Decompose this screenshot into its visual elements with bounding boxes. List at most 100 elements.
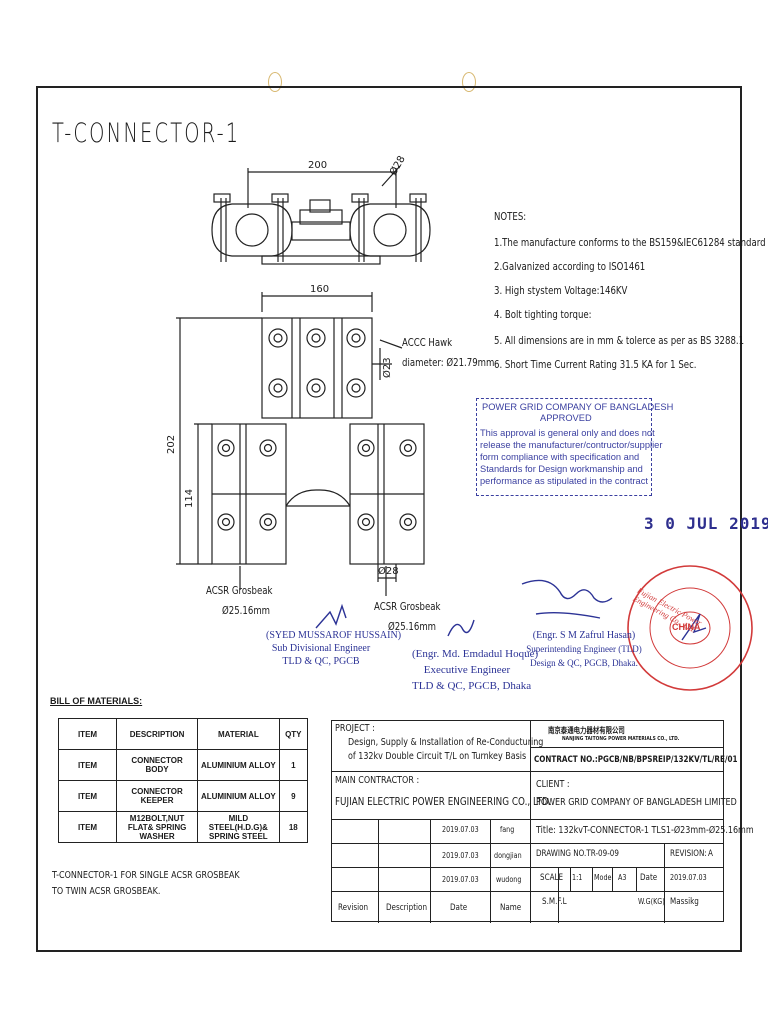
approval-stamp bbox=[476, 398, 652, 496]
label-acsr-right: ACSR Grosbeak bbox=[374, 600, 441, 613]
approval-text: performance as stipulated in the contrac… bbox=[480, 476, 648, 486]
label-accc: ACCC Hawk bbox=[402, 336, 453, 349]
bom-cell: 9 bbox=[278, 780, 309, 812]
col-date: Date bbox=[450, 903, 468, 913]
bom-cell: 18 bbox=[278, 811, 309, 843]
bom-header: ITEM bbox=[57, 718, 118, 750]
bom-cell: ITEM bbox=[57, 780, 118, 812]
bom-table: ITEM DESCRIPTION MATERIAL QTY ITEM CONNE… bbox=[57, 718, 309, 843]
approval-status: APPROVED bbox=[540, 413, 592, 423]
scale-label: SCALE bbox=[540, 873, 564, 883]
bom-header: DESCRIPTION bbox=[116, 718, 199, 750]
project-label: PROJECT : bbox=[335, 723, 375, 734]
label-acsr-right-dia: Ø25.16mm bbox=[388, 620, 437, 633]
col-name: Name bbox=[500, 903, 522, 913]
signatory-1-dept: TLD & QC, PGCB bbox=[282, 656, 360, 667]
signatory-2-name: (Engr. Md. Emdadul Hoque) bbox=[412, 648, 539, 660]
company-cn: 南京泰通电力器材有限公司 bbox=[548, 726, 625, 735]
weight-value: Massikg bbox=[670, 897, 699, 907]
dim-202: 202 bbox=[166, 434, 177, 454]
bom-cell: M12BOLT,NUT FLAT& SPRING WASHER bbox=[116, 811, 199, 843]
rev-date: 2019.07.03 bbox=[442, 851, 479, 860]
drawing-frame bbox=[36, 86, 742, 952]
dim-dia23: Ø23 bbox=[382, 357, 393, 378]
approval-date: 3 0 JUL 2019 bbox=[644, 514, 768, 533]
scale-value: 1:1 bbox=[572, 873, 583, 882]
drawing-title-field: Title: 132kvT-CONNECTOR-1 TLS1-Ø23mm-Ø25… bbox=[536, 825, 754, 836]
project-line: of 132kv Double Circuit T/L on Turnkey B… bbox=[348, 751, 527, 762]
drawing-no: DRAWING NO.TR-09-09 bbox=[536, 849, 619, 859]
bom-label: BILL OF MATERIALS: bbox=[50, 696, 143, 706]
weight-label: W.G(KG) bbox=[638, 897, 665, 906]
date-label: Date bbox=[640, 873, 658, 883]
note-item: 5. All dimensions are in mm & tolerce as… bbox=[494, 334, 745, 347]
bom-cell: 1 bbox=[278, 749, 309, 781]
title-block: PROJECT : Design, Supply & Installation … bbox=[331, 720, 754, 923]
dim-160: 160 bbox=[310, 284, 330, 295]
table-row: ITEM M12BOLT,NUT FLAT& SPRING WASHER MIL… bbox=[57, 811, 309, 843]
table-row: ITEM CONNECTOR KEEPER ALUMINIUM ALLOY 9 bbox=[57, 780, 309, 812]
footnote-line: T-CONNECTOR-1 FOR SINGLE ACSR GROSBEAK bbox=[52, 870, 240, 881]
bom-cell: MILD STEEL(H.D.G)& SPRING STEEL bbox=[197, 811, 280, 843]
contract-no: CONTRACT NO.:PGCB/NB/BPSREIP/132KV/TL/RE… bbox=[534, 755, 738, 765]
rev-date: 2019.07.03 bbox=[442, 825, 479, 834]
col-revision: Revision bbox=[338, 903, 369, 913]
rev-name: wudong bbox=[496, 875, 522, 884]
bom-cell: CONNECTOR BODY bbox=[116, 749, 199, 781]
rev-date: 2019.07.03 bbox=[442, 875, 479, 884]
approval-text: This approval is general only and does n… bbox=[480, 428, 655, 438]
signatory-1-title: Sub Divisional Engineer bbox=[271, 643, 371, 654]
drawing-title: T-CONNECTOR-1 bbox=[52, 118, 241, 149]
bom-cell: ALUMINIUM ALLOY bbox=[197, 780, 280, 812]
bom-header-row: ITEM DESCRIPTION MATERIAL QTY bbox=[57, 718, 309, 750]
rev-name: dongjian bbox=[494, 851, 522, 860]
main-contractor: FUJIAN ELECTRIC POWER ENGINEERING CO., L… bbox=[335, 795, 552, 808]
smfl: S.M.F.L bbox=[542, 897, 567, 907]
revision-label: REVISION: bbox=[670, 849, 707, 859]
bom-cell: CONNECTOR KEEPER bbox=[116, 780, 199, 812]
footnote: T-CONNECTOR-1 FOR SINGLE ACSR GROSBEAK T… bbox=[52, 868, 240, 900]
signatory-2-title: Executive Engineer bbox=[423, 664, 511, 676]
col-description: Description bbox=[386, 903, 428, 913]
footnote-line: TO TWIN ACSR GROSBEAK. bbox=[52, 886, 161, 897]
client-label: CLIENT : bbox=[536, 779, 570, 790]
signatory-3-title: Superintending Engineer (TLD) bbox=[526, 644, 642, 654]
note-item: 2.Galvanized according to ISO1461 bbox=[494, 260, 646, 273]
rev-name: fang bbox=[500, 825, 515, 834]
approval-org: POWER GRID COMPANY OF BANGLADESH bbox=[482, 402, 674, 412]
label-accc-diameter: diameter: Ø21.79mm bbox=[402, 356, 495, 369]
notes-heading: NOTES: bbox=[494, 210, 527, 223]
dim-114: 114 bbox=[184, 488, 195, 508]
approval-text: Standards for Design workmanship and bbox=[480, 464, 643, 474]
approval-text: release the manufacturer/contructor/supp… bbox=[480, 440, 663, 450]
model-label: Model bbox=[594, 873, 614, 882]
signatory-2-dept: TLD & QC, PGCB, Dhaka bbox=[412, 680, 532, 692]
client: POWER GRID COMPANY OF BANGLADESH LIMITED bbox=[536, 797, 737, 808]
signatory-1-name: (SYED MUSSAROF HUSSAIN) bbox=[266, 630, 402, 641]
project-line: Design, Supply & Installation of Re-Cond… bbox=[348, 737, 544, 748]
seal-center: CHINA bbox=[672, 622, 701, 632]
label-acsr-left: ACSR Grosbeak bbox=[206, 584, 273, 597]
bom-cell: ALUMINIUM ALLOY bbox=[197, 749, 280, 781]
main-contractor-label: MAIN CONTRACTOR : bbox=[335, 775, 420, 786]
bom-header: MATERIAL bbox=[197, 718, 280, 750]
table-row: ITEM CONNECTOR BODY ALUMINIUM ALLOY 1 bbox=[57, 749, 309, 781]
dim-200: 200 bbox=[308, 160, 328, 171]
label-acsr-left-dia: Ø25.16mm bbox=[222, 604, 271, 617]
note-item: 6. Short Time Current Rating 31.5 KA for… bbox=[494, 358, 697, 371]
note-item: 4. Bolt tighting torque: bbox=[494, 308, 592, 321]
company-en: NANJING TAITONG POWER MATERIALS CO., LTD… bbox=[562, 736, 680, 742]
signatory-3-name: (Engr. S M Zafrul Hasan) bbox=[532, 630, 636, 641]
date-value: 2019.07.03 bbox=[670, 873, 707, 882]
bom-cell: ITEM bbox=[57, 749, 118, 781]
bom-cell: ITEM bbox=[57, 811, 118, 843]
model-value: A3 bbox=[618, 873, 627, 882]
note-item: 3. High stystem Voltage:146KV bbox=[494, 284, 628, 297]
dim-dia28-bottom: Ø28 bbox=[378, 566, 399, 577]
approval-text: form compliance with specification and bbox=[480, 452, 640, 462]
note-item: 1.The manufacture conforms to the BS159&… bbox=[494, 236, 766, 249]
signatory-3-dept: Design & QC, PGCB, Dhaka. bbox=[530, 658, 638, 668]
revision-value: A bbox=[708, 849, 713, 859]
bom-header: QTY bbox=[278, 718, 309, 750]
